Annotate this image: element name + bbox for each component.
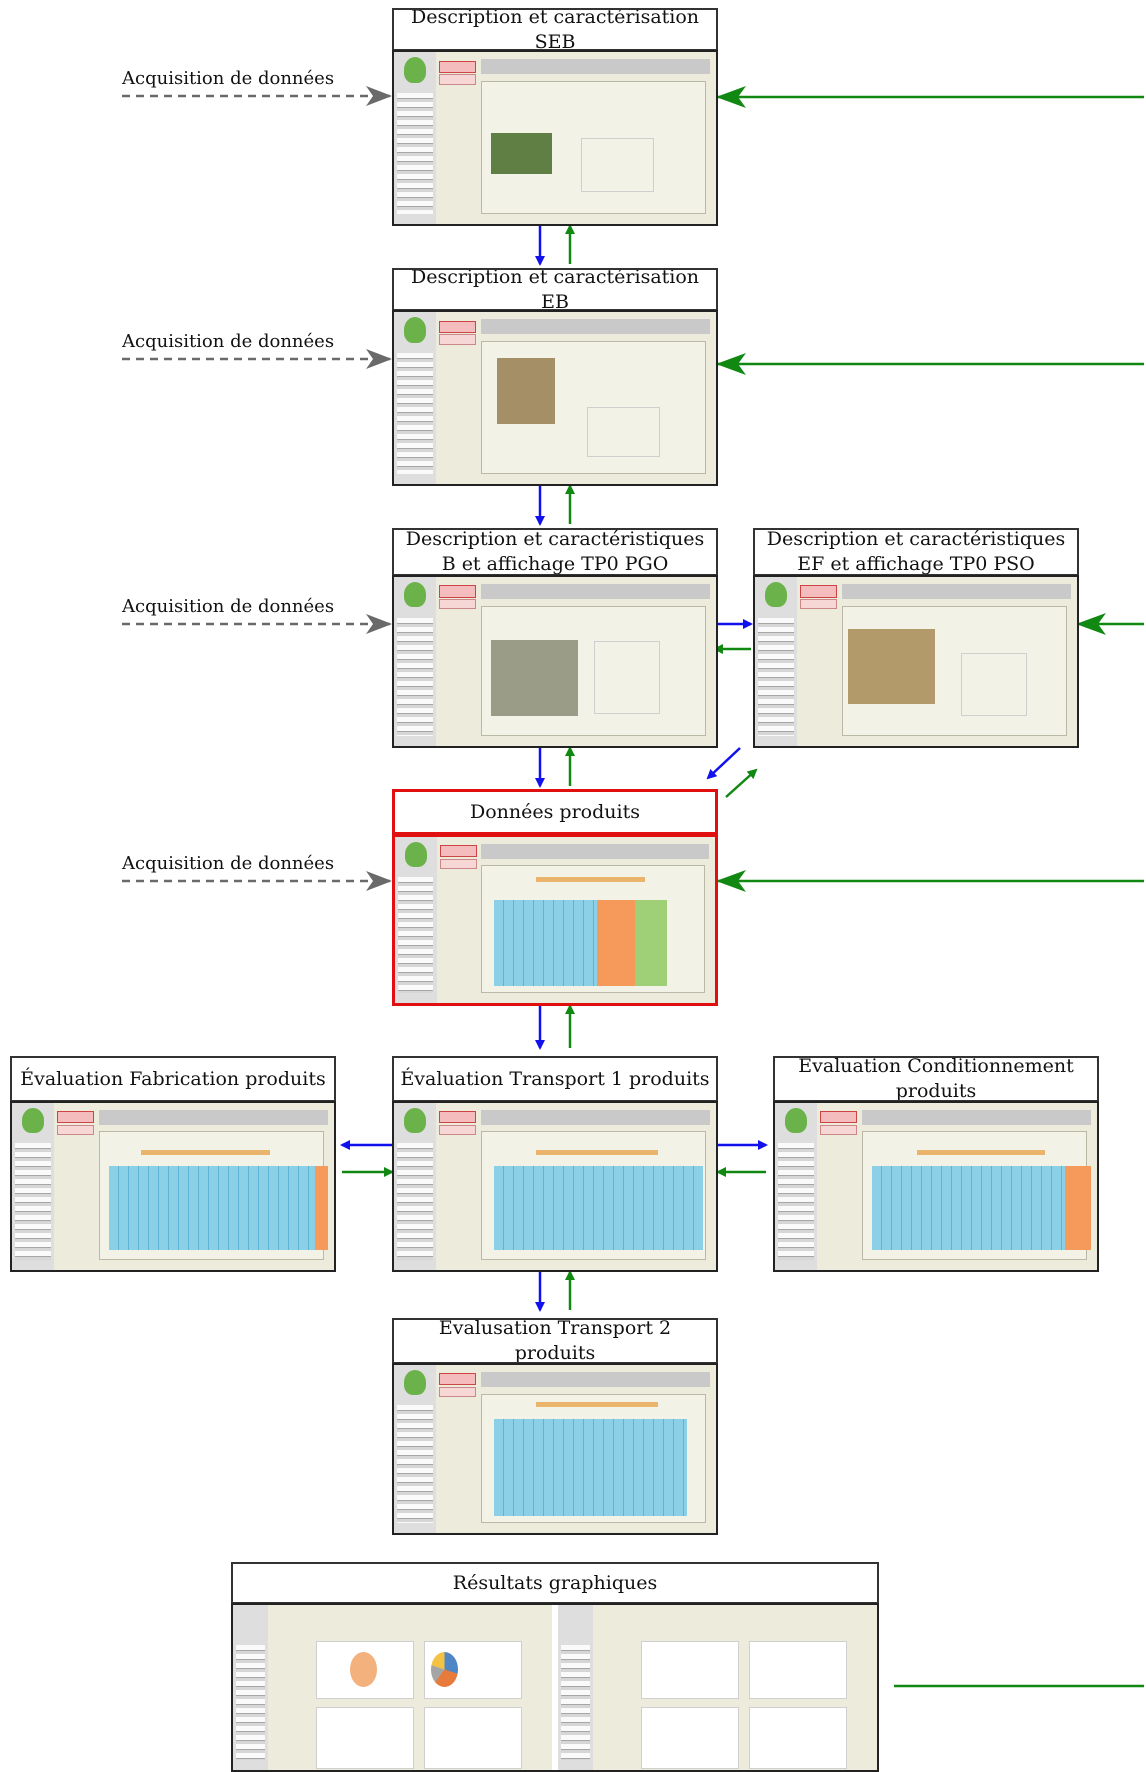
- screenshot-donnees-produits: [392, 834, 718, 1006]
- acquisition-label: Acquisition de données: [122, 596, 335, 617]
- box-eb-title: Description et caractérisation EB: [392, 268, 718, 311]
- acquisition-label: Acquisition de données: [122, 853, 335, 874]
- screenshot-eb: [392, 310, 718, 486]
- box-ef-pso-title: Description et caractéristiques EF et af…: [753, 528, 1079, 576]
- acquisition-label: Acquisition de données: [122, 331, 335, 352]
- screenshot-b-pgo: [392, 575, 718, 748]
- box-b-pgo-title: Description et caractéristiques B et aff…: [392, 528, 718, 576]
- box-conditionnement-title: Évaluation Conditionnement produits: [773, 1056, 1099, 1102]
- screenshot-resultats: [231, 1603, 879, 1772]
- box-fabrication-title: Évaluation Fabrication produits: [10, 1056, 336, 1102]
- screenshot-ef-pso: [753, 575, 1079, 748]
- box-resultats-title: Résultats graphiques: [231, 1562, 879, 1604]
- screenshot-fabrication: [10, 1101, 336, 1272]
- screenshot-conditionnement: [773, 1101, 1099, 1272]
- box-seb-title: Description et caractérisation SEB: [392, 8, 718, 51]
- acquisition-label: Acquisition de données: [122, 68, 335, 89]
- screenshot-transport2: [392, 1363, 718, 1535]
- box-transport2-title: Évalusation Transport 2 produits: [392, 1318, 718, 1364]
- screenshot-transport1: [392, 1101, 718, 1272]
- box-transport1-title: Évaluation Transport 1 produits: [392, 1056, 718, 1102]
- screenshot-seb: [392, 50, 718, 226]
- box-donnees-produits-title: Données produits: [392, 789, 718, 835]
